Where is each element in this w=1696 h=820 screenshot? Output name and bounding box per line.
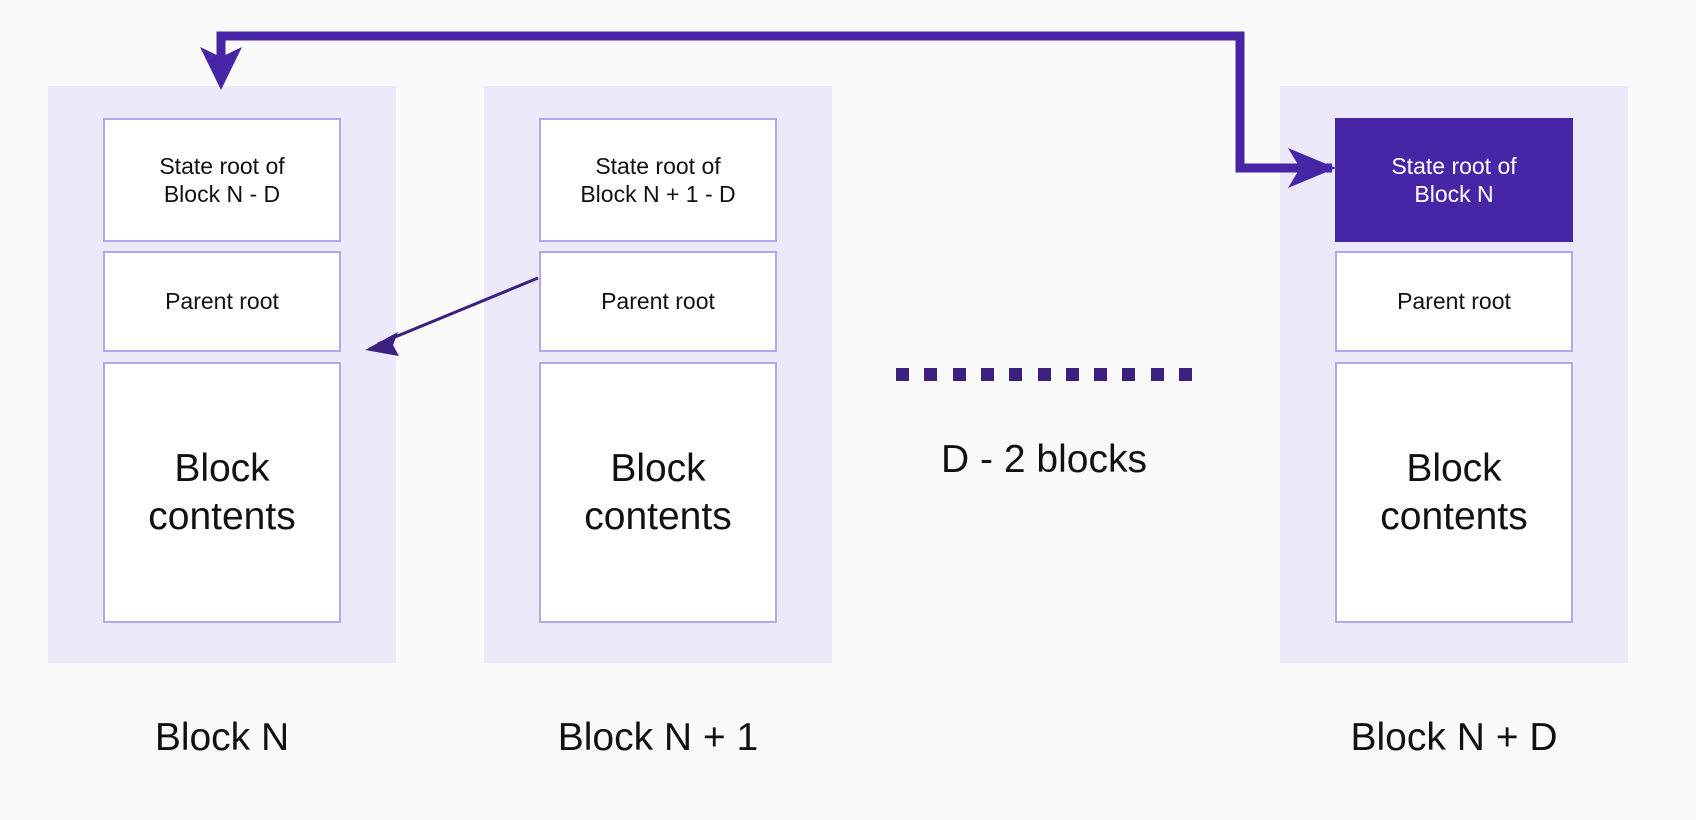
- ellipsis-dot: [896, 368, 909, 381]
- parent-root-box-block-n-plus-1[interactable]: Parent root: [539, 251, 777, 352]
- ellipsis-dot: [1065, 368, 1079, 381]
- ellipsis-dot: [1150, 368, 1164, 381]
- ellipsis-dot: [1037, 368, 1051, 381]
- state-root-box-block-n[interactable]: State root of Block N - D: [103, 118, 341, 242]
- block-caption-block-n-plus-d: Block N + D: [1350, 716, 1558, 759]
- block-contents-box-block-n-plus-d[interactable]: Block contents: [1335, 362, 1573, 623]
- block-column-block-n-plus-d: State root of Block N Parent root Block …: [1280, 86, 1628, 663]
- ellipsis-dot: [1094, 368, 1108, 381]
- parent-root-box-block-n[interactable]: Parent root: [103, 251, 341, 352]
- block-column-block-n: State root of Block N - D Parent root Bl…: [48, 86, 396, 663]
- parent-root-box-block-n-plus-d[interactable]: Parent root: [1335, 251, 1573, 352]
- ellipsis-dot: [1179, 368, 1192, 381]
- ellipsis-dot: [1122, 368, 1136, 381]
- block-contents-box-block-n-plus-1[interactable]: Block contents: [539, 362, 777, 623]
- block-contents-box-block-n[interactable]: Block contents: [103, 362, 341, 623]
- block-column-block-n-plus-1: State root of Block N + 1 - D Parent roo…: [484, 86, 832, 663]
- ellipsis-dot: [1009, 368, 1023, 381]
- gap-label-d-minus-2-blocks: D - 2 blocks: [941, 438, 1147, 481]
- ellipsis-dot: [952, 368, 966, 381]
- block-caption-block-n-plus-1: Block N + 1: [557, 716, 759, 759]
- ellipsis-dot: [924, 368, 938, 381]
- state-root-box-block-n-plus-1[interactable]: State root of Block N + 1 - D: [539, 118, 777, 242]
- block-caption-block-n: Block N: [154, 716, 290, 759]
- state-root-box-block-n-plus-d[interactable]: State root of Block N: [1335, 118, 1573, 242]
- ellipsis-dot: [980, 368, 994, 381]
- ellipsis-dots: [896, 368, 1192, 381]
